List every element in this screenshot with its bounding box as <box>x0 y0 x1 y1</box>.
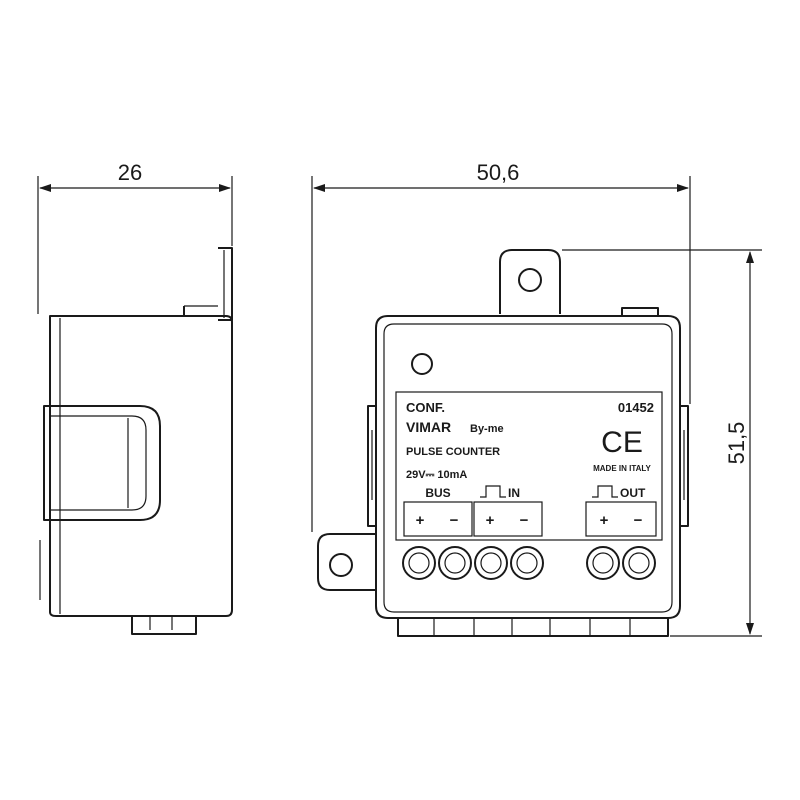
in-minus: − <box>520 512 529 529</box>
label-bus: BUS <box>425 486 450 500</box>
bus-plus: + <box>416 512 425 529</box>
bottom-pins <box>397 618 669 637</box>
out-plus: + <box>600 512 609 529</box>
dimension-width-label: 50,6 <box>477 160 520 185</box>
front-view <box>317 249 689 637</box>
dimension-height: 51,5 <box>562 249 762 637</box>
dimension-depth-label: 26 <box>118 160 142 185</box>
dimension-depth: 26 <box>37 160 233 314</box>
label-origin: MADE IN ITALY <box>593 464 651 473</box>
terminal-bus <box>403 501 473 537</box>
in-plus: + <box>486 512 495 529</box>
dimension-height-label: 51,5 <box>724 422 749 465</box>
terminal-screws <box>402 546 656 580</box>
side-view <box>39 247 233 635</box>
terminal-in <box>473 501 543 537</box>
dimension-width: 50,6 <box>311 160 691 532</box>
ce-mark: CE <box>601 426 643 459</box>
led-indicator <box>411 353 433 375</box>
bus-minus: − <box>450 512 459 529</box>
label-product: PULSE COUNTER <box>406 446 500 458</box>
label-in: IN <box>508 486 520 500</box>
label-brand: VIMAR <box>406 419 451 435</box>
label-code: 01452 <box>618 400 654 415</box>
product-label: CONF. 01452 VIMAR By-me PULSE COUNTER 29… <box>406 400 654 529</box>
label-rating: 29V⎓ 10mA <box>406 469 467 481</box>
label-line: By-me <box>470 423 504 435</box>
terminal-out <box>585 501 657 537</box>
label-conf: CONF. <box>406 400 445 415</box>
out-minus: − <box>634 512 643 529</box>
pulse-out-icon <box>592 485 618 498</box>
label-out: OUT <box>620 486 646 500</box>
pulse-in-icon <box>480 485 506 498</box>
